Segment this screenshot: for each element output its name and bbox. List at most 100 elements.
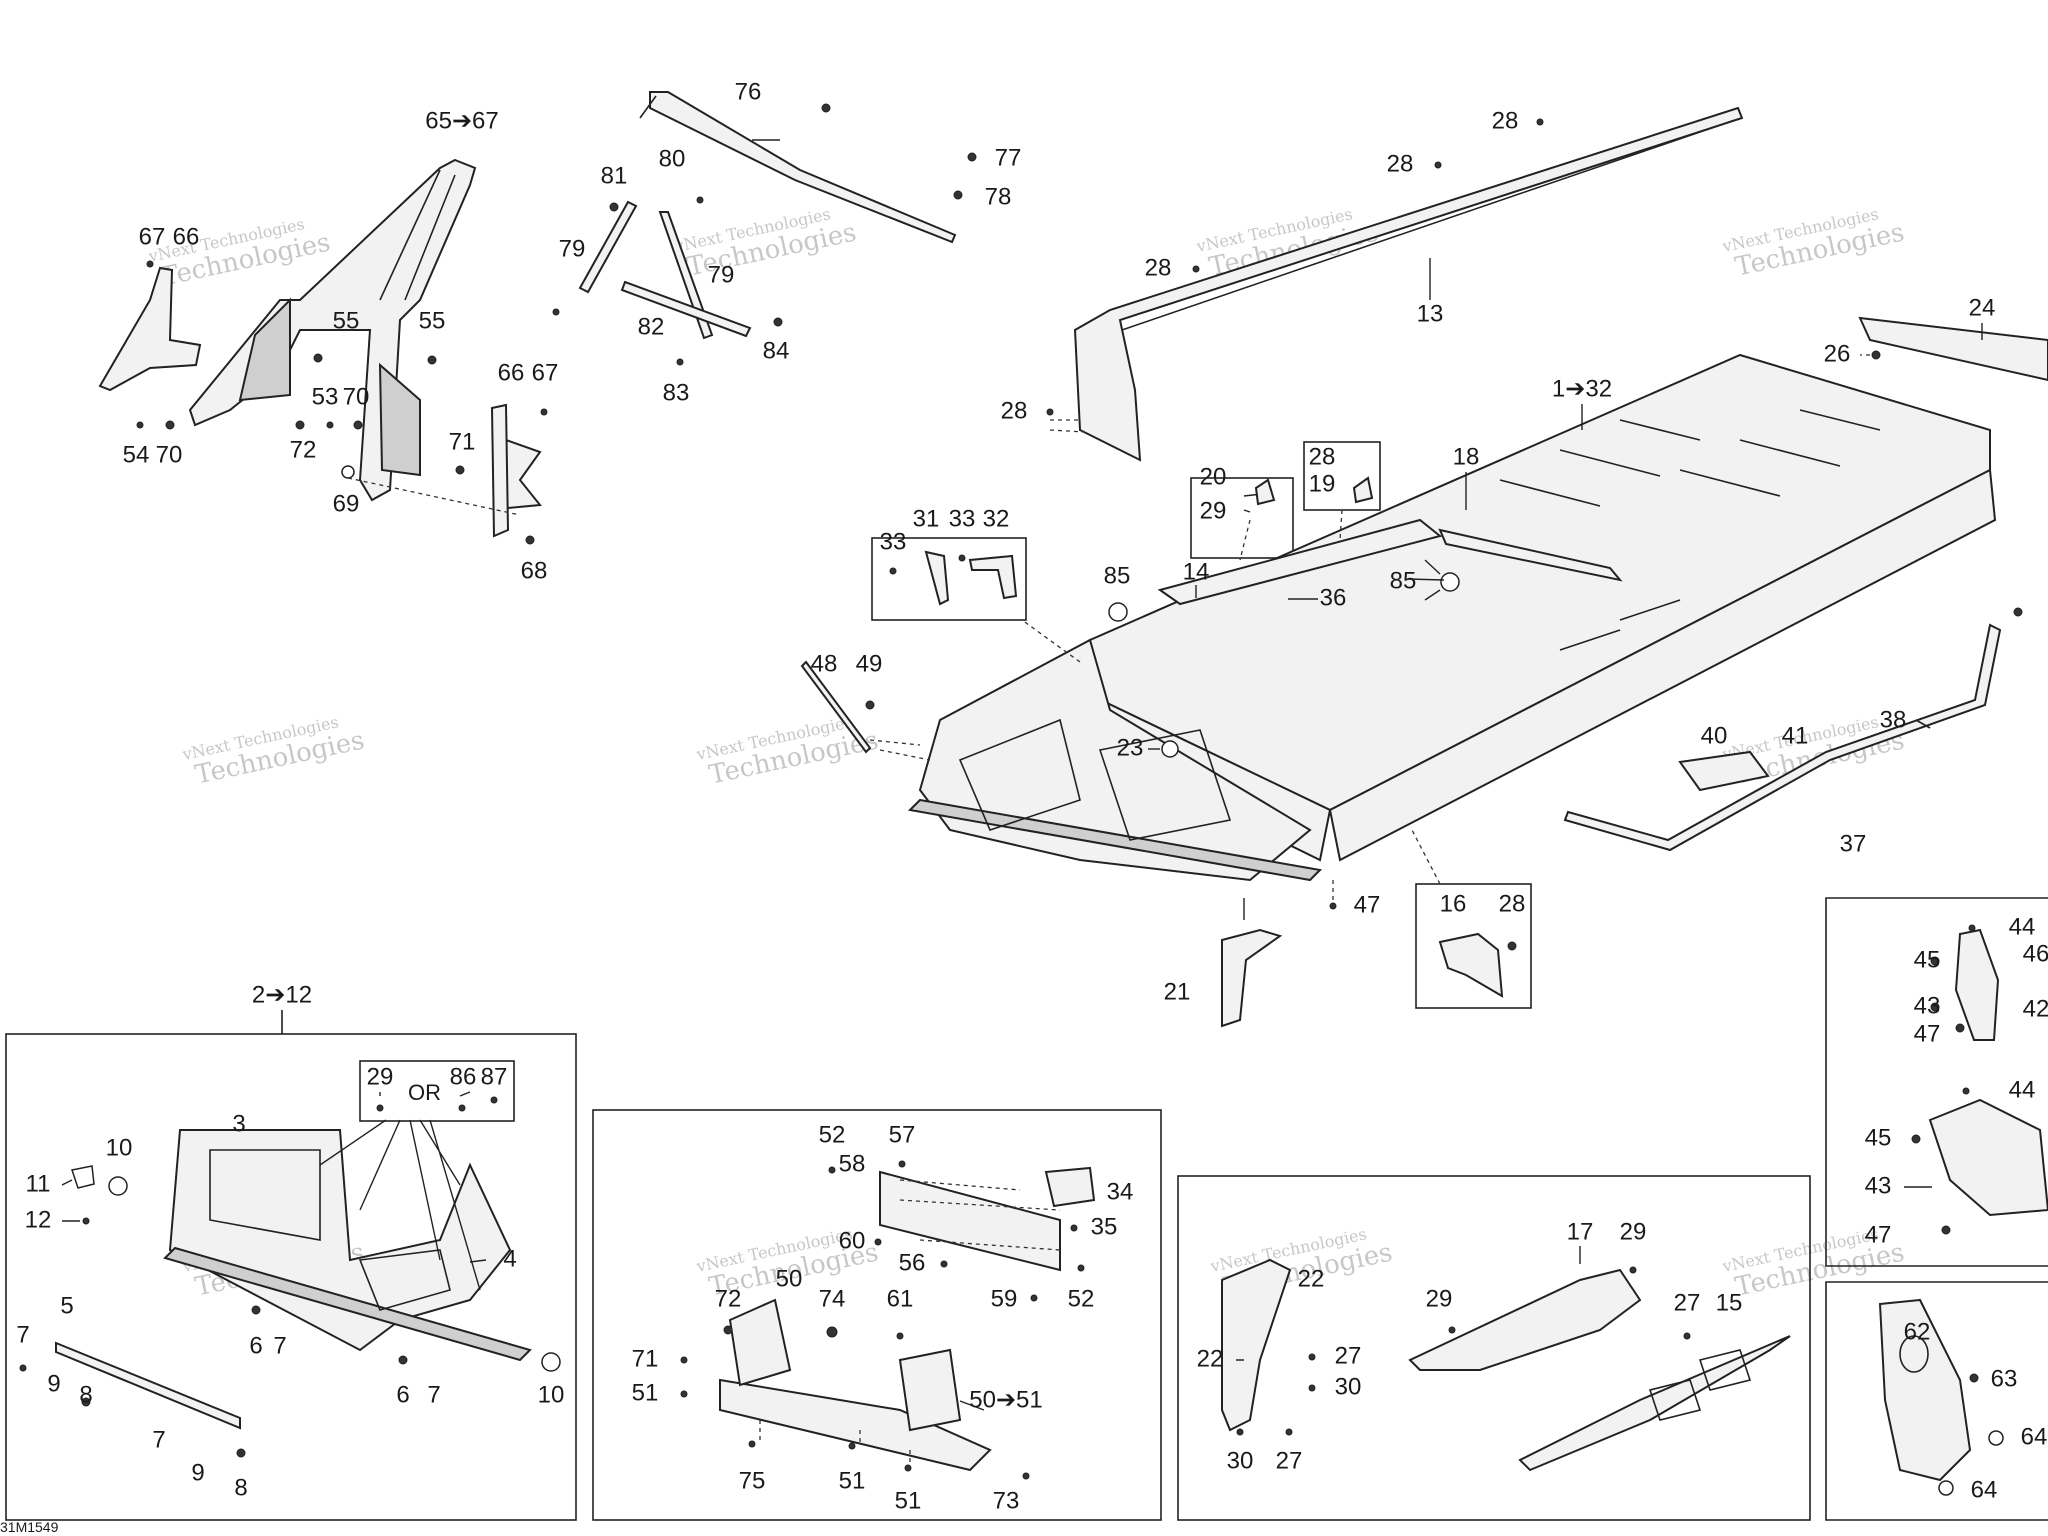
fastener (326, 421, 334, 429)
rivet-56 (940, 1260, 948, 1268)
steering-column (649, 91, 957, 244)
callout-c-8b: 8 (234, 1474, 247, 1501)
callout-c-55a: 55 (333, 307, 360, 334)
callout-c-43a: 43 (1914, 992, 1941, 1019)
skid-4 (163, 1246, 532, 1362)
detail-box-16-28 (1415, 883, 1532, 1009)
fastener (313, 353, 323, 363)
bolt-52a (828, 1166, 836, 1174)
callout-c-18: 18 (1453, 443, 1480, 470)
shield-group (1221, 1246, 1791, 1472)
fastener (525, 535, 535, 545)
callout-c-34: 34 (1107, 1178, 1134, 1205)
callout-c-11: 11 (26, 1170, 51, 1197)
front-frame-skid (907, 798, 1323, 882)
callout-c-6a: 6 (249, 1332, 262, 1359)
callout-c-10b: 10 (538, 1381, 565, 1408)
callout-c-71a: 71 (449, 428, 476, 455)
callout-c-3: 3 (232, 1110, 245, 1137)
fastener-6a (251, 1305, 261, 1315)
dash-28d (1049, 419, 1086, 433)
nut-8a (81, 1397, 91, 1407)
callout-c-42: 42 (2023, 995, 2048, 1022)
callout-c-26: 26 (1824, 340, 1851, 367)
callout-c-64a: 64 (2021, 1423, 2048, 1450)
heat-exchanger-edge (1121, 119, 1736, 331)
callout-c-55b: 55 (419, 307, 446, 334)
callout-c-35: 35 (1091, 1213, 1118, 1240)
callout-c-22b: 22 (1197, 1345, 1224, 1372)
fastener (427, 355, 437, 365)
bracket-11 (71, 1165, 95, 1189)
rod-82 (620, 280, 752, 338)
bolt-52b (1077, 1264, 1085, 1272)
fastener (540, 408, 548, 416)
callout-c-66b: 66 (498, 359, 525, 386)
rail-24 (1858, 316, 2048, 382)
callout-c-48: 48 (811, 650, 838, 677)
nut-64a (1988, 1430, 2004, 1446)
callout-c-28c: 28 (1145, 254, 1172, 281)
panel-front-frame (5, 1033, 577, 1521)
nut-74 (826, 1326, 838, 1338)
panel-exhaust-shields (1177, 1175, 1811, 1521)
rivet-51a (680, 1390, 688, 1398)
callout-c-62: 62 (1904, 1318, 1931, 1345)
rivet-26 (1871, 350, 1881, 360)
fastener-86 (458, 1104, 466, 1112)
fastener-29b (376, 1104, 384, 1112)
bracket-31 (924, 550, 950, 606)
callout-c-7b: 7 (273, 1332, 286, 1359)
nut-72b (723, 1325, 733, 1335)
callout-c-78: 78 (985, 183, 1012, 210)
guard-lower (1928, 1098, 2048, 1217)
callout-c-56: 56 (899, 1249, 926, 1276)
callout-c-43b: 43 (1865, 1172, 1892, 1199)
callout-c-10a: 10 (106, 1134, 133, 1161)
callout-c-7a: 7 (16, 1321, 29, 1348)
dash-cradle (759, 1179, 1061, 1466)
rear-bracket-group (1878, 1298, 2004, 1496)
callout-c-8a: 8 (79, 1381, 92, 1408)
panel-engine-cradle (592, 1109, 1162, 1521)
right-side-plate (490, 403, 542, 538)
callout-c-33b: 33 (880, 528, 907, 555)
dash-48-49 (869, 739, 931, 761)
plug-23 (1161, 740, 1179, 758)
bolt-44b (1962, 1087, 1970, 1095)
callout-c-28a: 28 (1492, 107, 1519, 134)
callout-c-72b: 72 (715, 1285, 742, 1312)
callout-c-22a: 22 (1298, 1265, 1325, 1292)
callout-c-33a: 33 (949, 505, 976, 532)
left-side-plate (98, 266, 202, 392)
rivet-27a (1683, 1332, 1691, 1340)
rod-79-right (658, 211, 714, 340)
callout-c-51c: 51 (895, 1487, 922, 1514)
callout-c-74: 74 (819, 1285, 846, 1312)
rivet-51b (848, 1442, 856, 1450)
callout-c-19: 19 (1309, 470, 1336, 497)
callout-c-44a: 44 (2009, 913, 2036, 940)
tunnel-assembly (800, 106, 2048, 1028)
callout-c-80: 80 (659, 145, 686, 172)
callout-c-69: 69 (333, 490, 360, 517)
fastener (136, 421, 144, 429)
fastener-6b (398, 1355, 408, 1365)
callout-c-82: 82 (638, 313, 665, 340)
callout-c-28b: 28 (1387, 150, 1414, 177)
washer (165, 420, 175, 430)
callout-c-65-67: 65➔67 (425, 107, 499, 134)
callout-c-50a: 50 (776, 1265, 803, 1292)
callout-c-54: 54 (123, 441, 150, 468)
callout-c-66a: 66 (173, 223, 200, 250)
cradle-base (719, 1378, 992, 1472)
callout-c-64b: 64 (1971, 1476, 1998, 1503)
callout-c-28e: 28 (1309, 443, 1336, 470)
callout-c-6b: 6 (396, 1381, 409, 1408)
bolt-83 (676, 358, 684, 366)
callout-c-40: 40 (1701, 722, 1728, 749)
bolt-80 (696, 196, 704, 204)
tunnel-ribs (1499, 409, 1881, 651)
